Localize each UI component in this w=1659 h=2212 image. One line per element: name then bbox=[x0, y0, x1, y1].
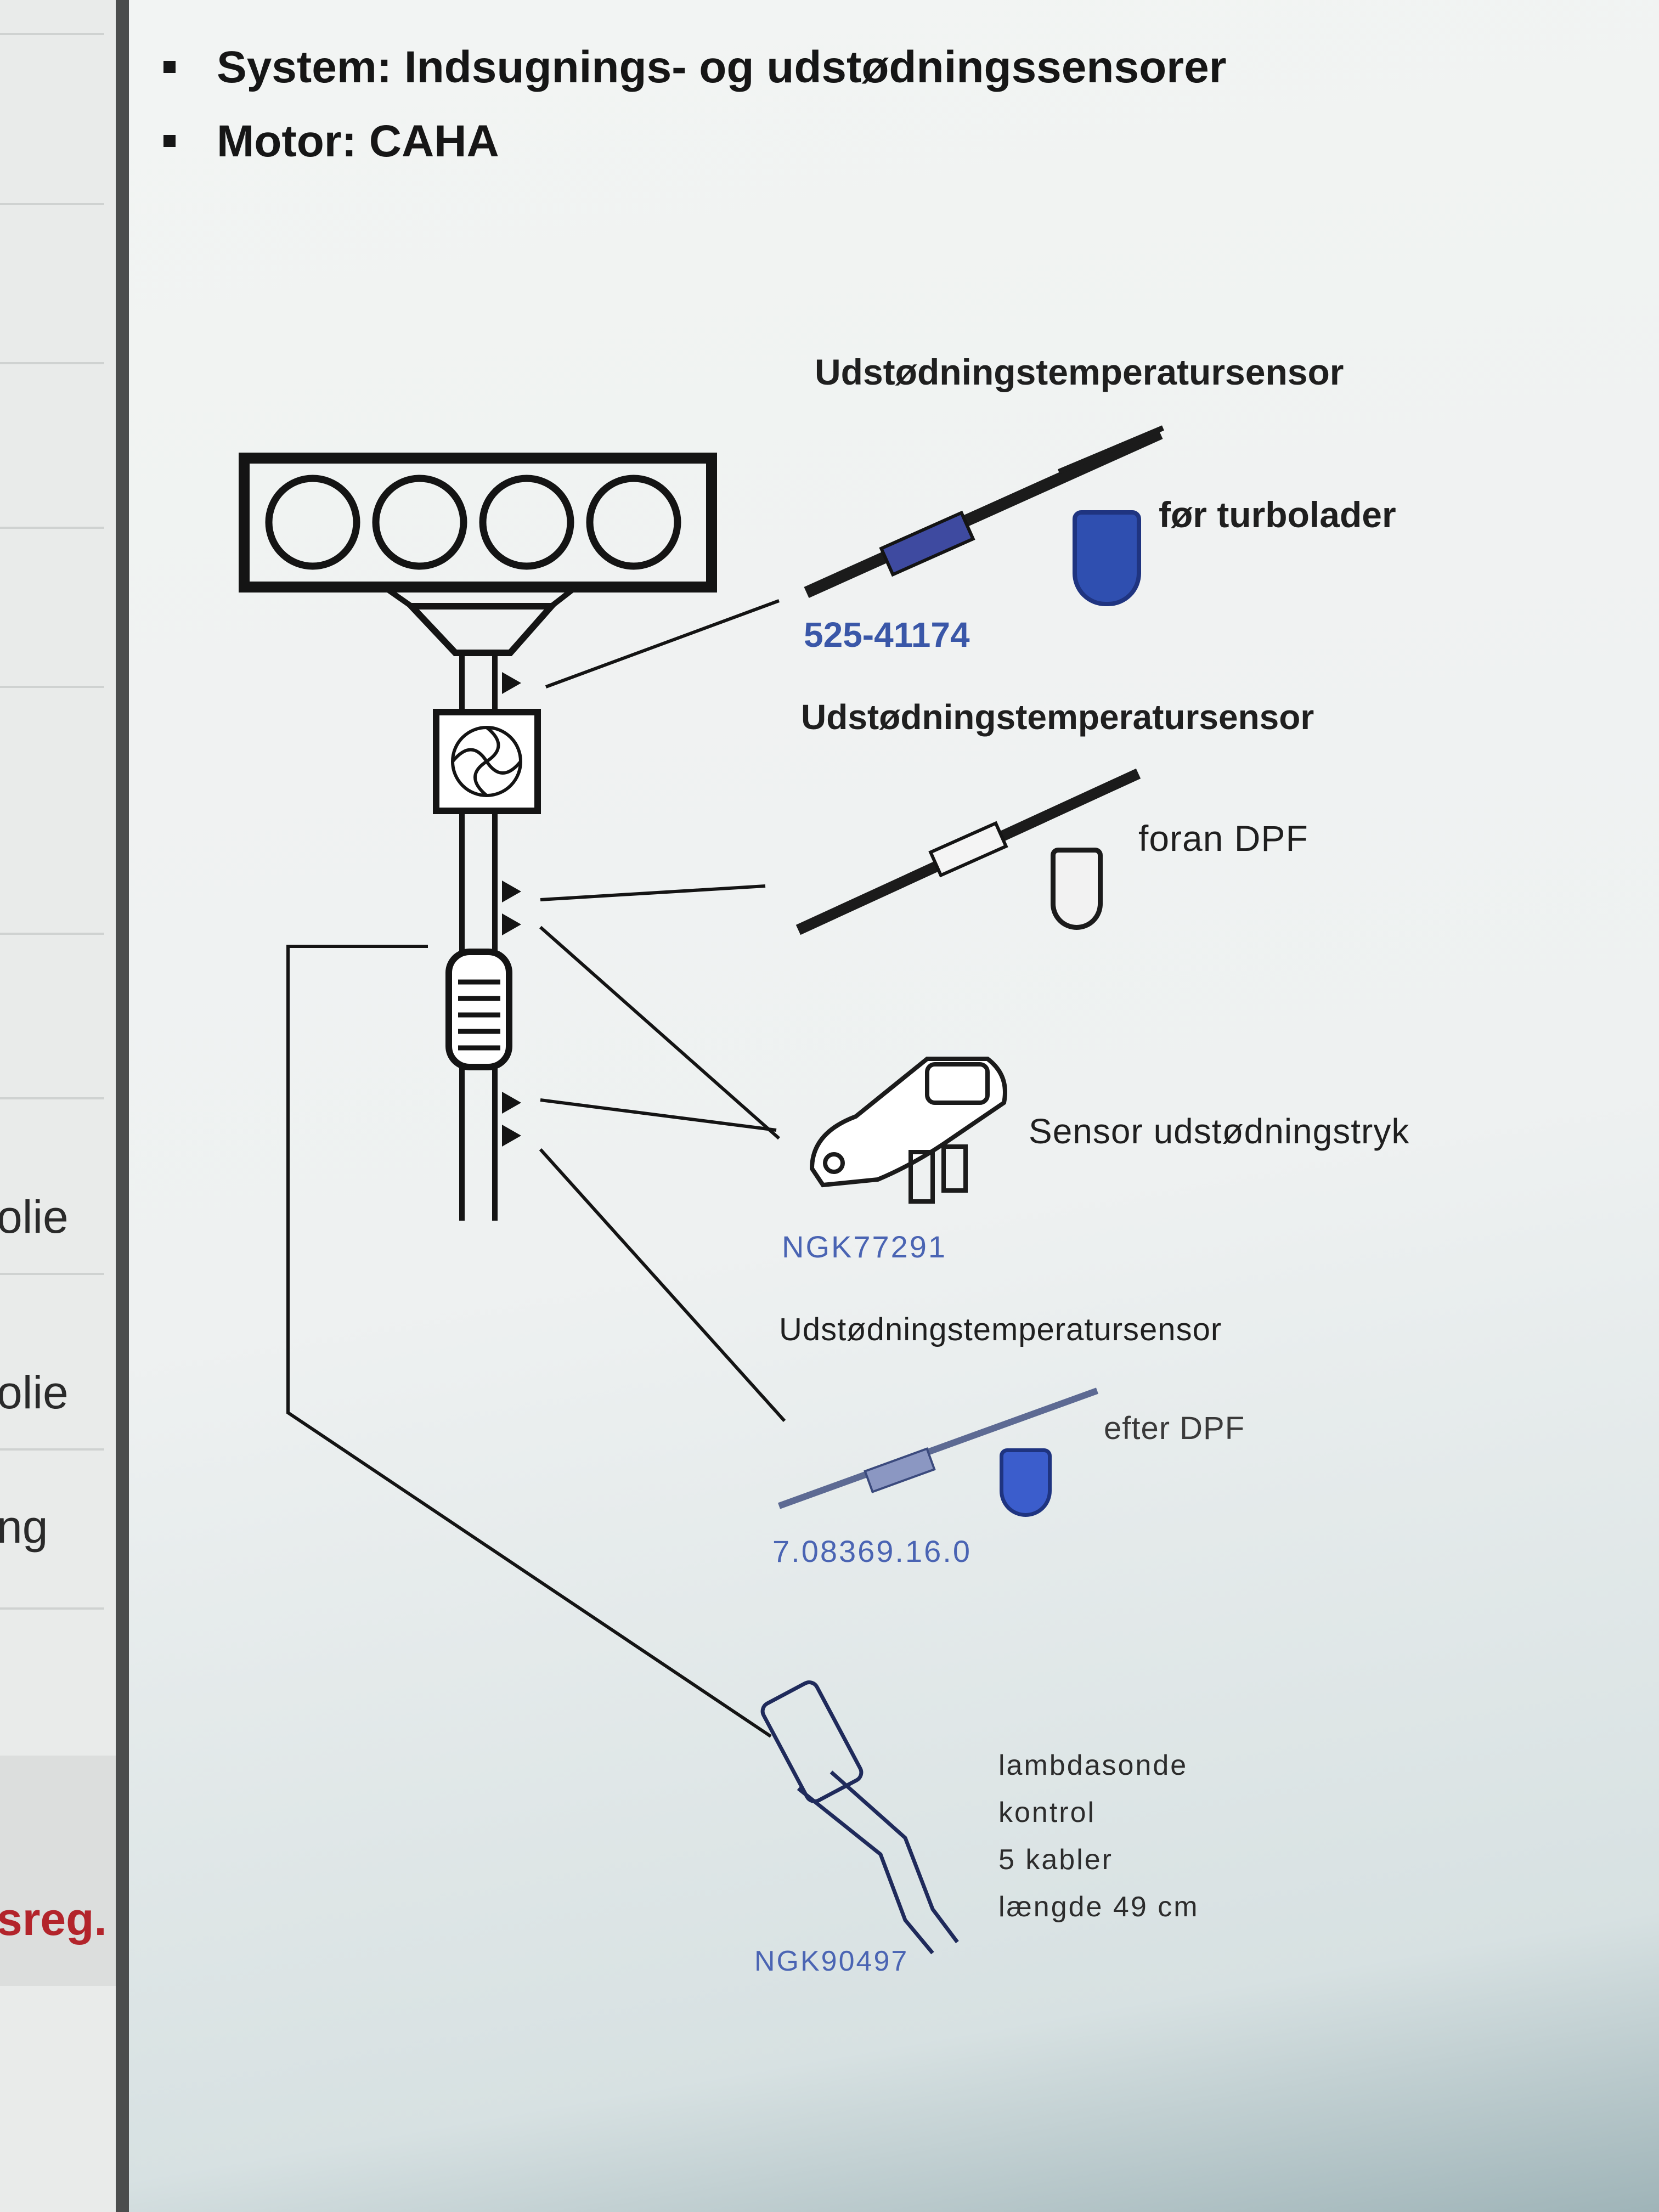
lambda-note: 5 kabler bbox=[998, 1844, 1113, 1876]
sensor-1-part-number[interactable]: 525-41174 bbox=[804, 615, 970, 654]
sensor-1-position: før turbolader bbox=[1159, 494, 1396, 535]
left-sidebar: olie olie ng sreg. bbox=[0, 0, 129, 2212]
sidebar-item[interactable]: sreg. bbox=[0, 1893, 107, 1945]
sensor-4-part-number[interactable]: 7.08369.16.0 bbox=[772, 1534, 972, 1568]
pressure-sensor-icon bbox=[809, 1057, 1007, 1204]
sidebar-divider bbox=[0, 203, 104, 205]
dpf-filter-icon bbox=[445, 949, 512, 1070]
system-bullet: System: Indsugnings- og udstødningssenso… bbox=[159, 30, 1227, 104]
sensor-4-title: Udstødningstemperatursensor bbox=[779, 1312, 1222, 1347]
sidebar-divider bbox=[0, 362, 104, 364]
sensor-3-title: Sensor udstødningstryk bbox=[1029, 1111, 1410, 1151]
brand-badge-icon bbox=[1000, 1448, 1052, 1517]
sidebar-item[interactable]: olie bbox=[0, 1191, 69, 1243]
lambda-part-number[interactable]: NGK90497 bbox=[754, 1945, 909, 1977]
sidebar-divider bbox=[0, 33, 104, 35]
sensor-2-position: foran DPF bbox=[1138, 818, 1308, 859]
system-info-list: System: Indsugnings- og udstødningssenso… bbox=[159, 30, 1227, 178]
exhaust-manifold-icon bbox=[382, 584, 578, 656]
sensor-2-title: Udstødningstemperatursensor bbox=[801, 697, 1314, 737]
sidebar-divider bbox=[0, 1097, 104, 1099]
lambda-note: længde 49 cm bbox=[998, 1891, 1199, 1923]
sidebar-divider bbox=[0, 1607, 104, 1610]
brand-badge-icon bbox=[1051, 848, 1103, 930]
temp-sensor-1-icon bbox=[804, 425, 1164, 599]
sidebar-divider bbox=[0, 686, 104, 688]
sidebar-shaded-block bbox=[0, 1756, 116, 1986]
sensor-1-title: Udstødningstemperatursensor bbox=[815, 352, 1344, 392]
sidebar-divider bbox=[0, 1273, 104, 1275]
sensor-4-position: efter DPF bbox=[1104, 1410, 1245, 1446]
leader-lines bbox=[286, 599, 786, 1738]
lambda-sensor-icon bbox=[760, 1680, 959, 1955]
temp-sensor-3-icon bbox=[777, 1387, 1099, 1509]
brand-badge-icon bbox=[1073, 510, 1141, 606]
turbocharger-icon bbox=[433, 709, 541, 814]
sidebar-divider bbox=[0, 1448, 104, 1451]
lambda-notes: lambdasonde kontrol 5 kabler længde 49 c… bbox=[998, 1742, 1199, 1931]
temp-sensor-2-icon bbox=[795, 768, 1141, 935]
sidebar-divider bbox=[0, 933, 104, 935]
sidebar-divider bbox=[0, 527, 104, 529]
sidebar-item[interactable]: olie bbox=[0, 1367, 69, 1418]
sensor-port-icons bbox=[502, 672, 521, 1147]
engine-block-icon bbox=[239, 453, 717, 592]
lambda-note: lambdasonde bbox=[998, 1750, 1188, 1781]
lambda-note: kontrol bbox=[998, 1797, 1096, 1829]
sidebar-item[interactable]: ng bbox=[0, 1501, 48, 1553]
engine-bullet: Motor: CAHA bbox=[159, 104, 1227, 178]
sensor-3-part-number[interactable]: NGK77291 bbox=[782, 1229, 947, 1264]
